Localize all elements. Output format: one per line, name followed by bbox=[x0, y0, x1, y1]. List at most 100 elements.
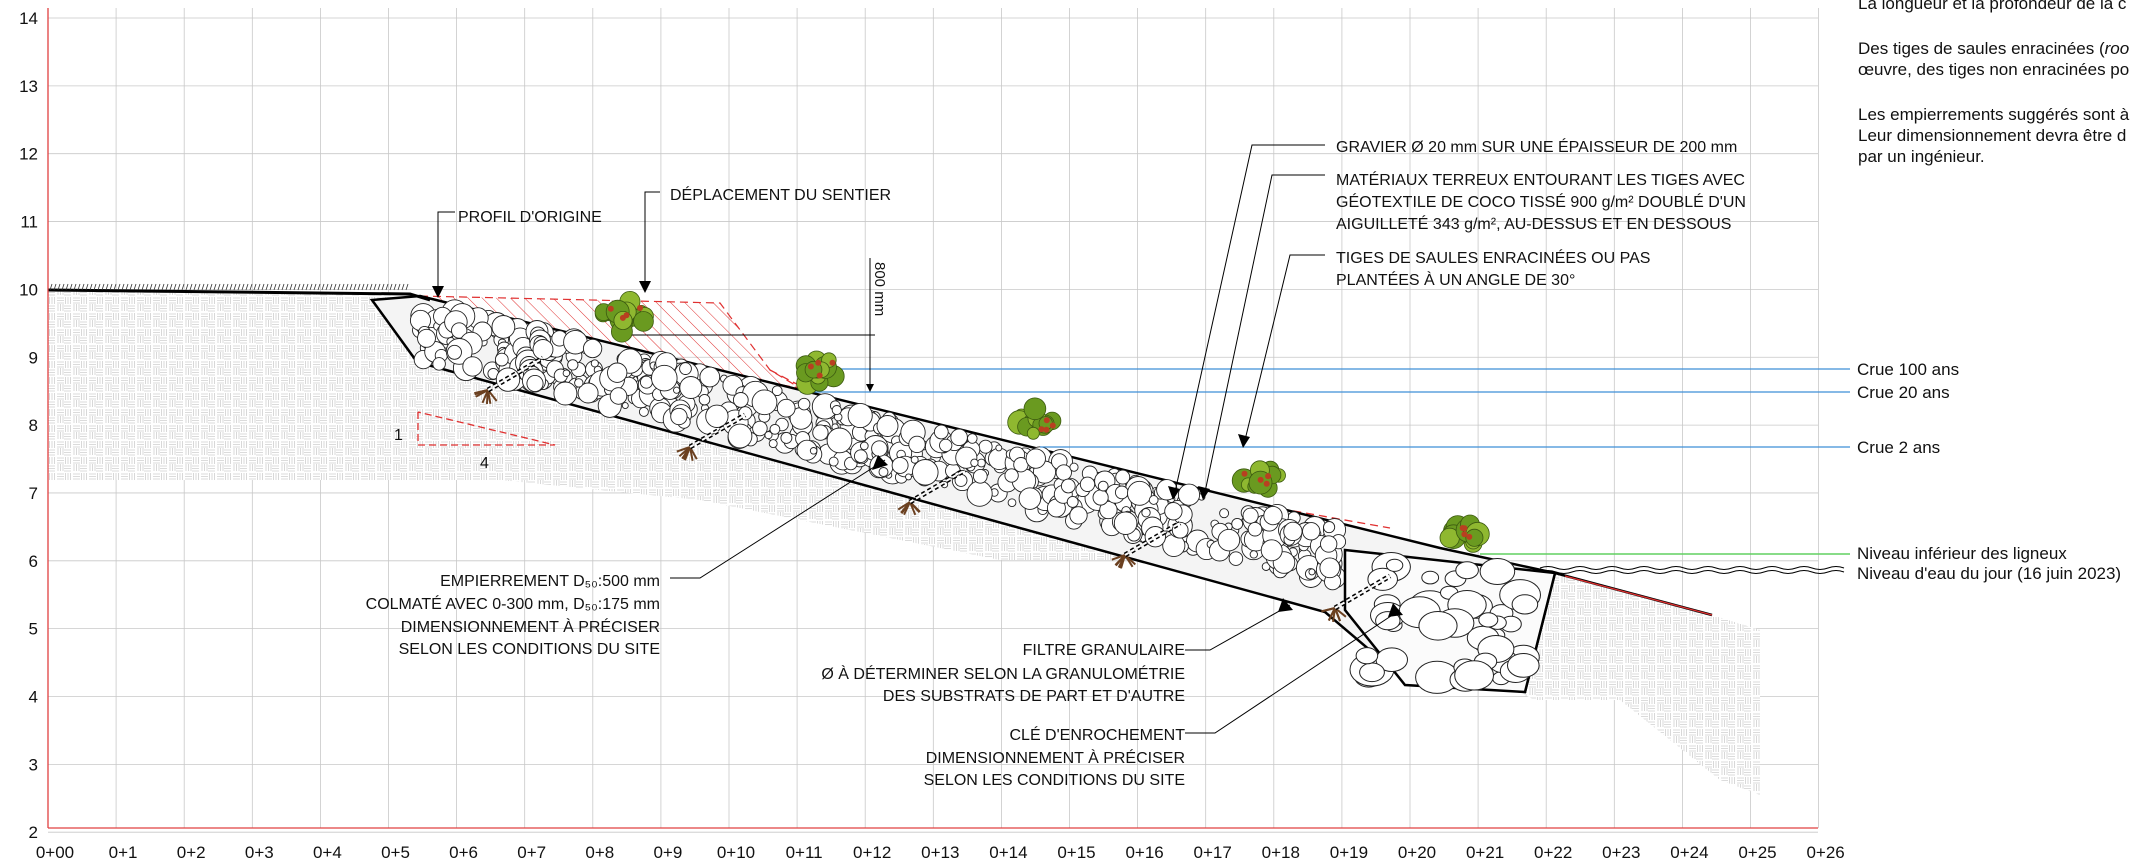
rock bbox=[1507, 653, 1540, 678]
stone bbox=[670, 407, 688, 426]
grass-blade bbox=[301, 283, 305, 291]
stone bbox=[828, 456, 839, 467]
stone bbox=[950, 428, 968, 447]
willow-cuttings bbox=[474, 290, 1490, 623]
root bbox=[683, 446, 691, 461]
stone bbox=[978, 439, 993, 454]
label-crue-100: Crue 100 ans bbox=[1857, 360, 1959, 379]
x-tick: 0+7 bbox=[517, 843, 546, 862]
stone bbox=[809, 447, 818, 455]
label-materiaux-2: GÉOTEXTILE DE COCO TISSÉ 900 g/m² DOUBLÉ… bbox=[1336, 192, 1746, 211]
grass-blade bbox=[89, 283, 93, 291]
x-tick: 0+18 bbox=[1262, 843, 1300, 862]
label-eau: Niveau d'eau du jour (16 juin 2023) bbox=[1857, 564, 2121, 583]
grass-blade bbox=[405, 283, 409, 291]
willow-shrub bbox=[594, 290, 654, 343]
willow-shrub bbox=[795, 350, 845, 395]
x-tick: 0+13 bbox=[921, 843, 959, 862]
stone bbox=[432, 357, 446, 371]
stone bbox=[738, 406, 753, 421]
berry bbox=[1038, 426, 1045, 433]
stone bbox=[751, 389, 778, 416]
grass-blade bbox=[245, 283, 249, 291]
grass-blade bbox=[257, 283, 261, 291]
stone bbox=[826, 427, 853, 454]
grass-blade bbox=[133, 283, 137, 291]
berry bbox=[807, 363, 814, 370]
grass-blade bbox=[65, 283, 69, 291]
stone bbox=[1115, 469, 1131, 485]
label-cle-1: CLÉ D'ENROCHEMENT bbox=[1009, 725, 1185, 744]
stone bbox=[1060, 478, 1076, 494]
grass-blade bbox=[125, 283, 129, 291]
stone bbox=[1228, 551, 1244, 566]
label-tiges-1: TIGES DE SAULES ENRACINÉES OU PAS bbox=[1336, 248, 1650, 267]
stone bbox=[609, 387, 628, 405]
x-tick: 0+26 bbox=[1806, 843, 1844, 862]
stone bbox=[462, 356, 483, 377]
grass-blade bbox=[273, 283, 277, 291]
stone bbox=[1217, 528, 1241, 552]
grass-blade bbox=[309, 283, 313, 291]
grass-blade bbox=[113, 283, 117, 291]
willow-root bbox=[1111, 520, 1182, 569]
grass-blade bbox=[141, 283, 145, 291]
note-2-text-a: Des tiges de saules enracinées ( bbox=[1858, 39, 2105, 58]
y-tick: 6 bbox=[29, 552, 38, 571]
grass-blade bbox=[249, 283, 253, 291]
label-filtre-1: FILTRE GRANULAIRE bbox=[1023, 642, 1185, 659]
note-3-text-c: par un ingénieur. bbox=[1858, 147, 1985, 166]
y-tick: 5 bbox=[29, 620, 38, 639]
grass-blade bbox=[349, 283, 353, 291]
grass-blade bbox=[377, 283, 381, 291]
existing-soil bbox=[48, 290, 1760, 795]
label-cle-2: DIMENSIONNEMENT À PRÉCISER bbox=[926, 748, 1185, 767]
grass-blade bbox=[397, 283, 401, 291]
x-tick: 0+24 bbox=[1670, 843, 1708, 862]
root bbox=[481, 389, 489, 404]
berry bbox=[1466, 533, 1473, 540]
grass-blade bbox=[221, 283, 225, 291]
x-tick: 0+25 bbox=[1738, 843, 1776, 862]
note-1-text: La longueur et la profondeur de la c bbox=[1858, 0, 2127, 13]
root bbox=[900, 501, 911, 514]
stone bbox=[859, 441, 869, 451]
y-tick: 14 bbox=[19, 9, 38, 28]
x-tick: 0+22 bbox=[1534, 843, 1572, 862]
grass-blade bbox=[181, 283, 185, 291]
rock bbox=[1367, 567, 1398, 591]
berry bbox=[1049, 422, 1056, 429]
leaf bbox=[1023, 397, 1047, 421]
stone bbox=[1319, 557, 1341, 579]
stone bbox=[878, 467, 889, 477]
stone bbox=[447, 344, 462, 360]
stone bbox=[847, 402, 873, 429]
grass-blade bbox=[201, 283, 205, 291]
stone bbox=[1263, 505, 1283, 526]
stone bbox=[768, 439, 778, 449]
cutting-stem-core bbox=[689, 414, 746, 448]
grass-blade bbox=[313, 283, 317, 291]
x-tick: 0+9 bbox=[653, 843, 682, 862]
note-1: La longueur et la profondeur de la c bbox=[1858, 0, 2155, 14]
stone bbox=[1066, 495, 1079, 508]
grass-blade bbox=[285, 283, 289, 291]
grass-blade bbox=[297, 283, 301, 291]
x-tick: 0+23 bbox=[1602, 843, 1640, 862]
slope-vertical: 1 bbox=[394, 427, 403, 444]
label-tiges-2: PLANTÉES À UN ANGLE DE 30° bbox=[1336, 270, 1575, 289]
stone bbox=[607, 362, 628, 383]
grass-blade bbox=[241, 283, 245, 291]
stone bbox=[910, 455, 919, 464]
rock bbox=[1418, 611, 1458, 641]
stone bbox=[705, 404, 729, 428]
stone bbox=[977, 458, 986, 468]
x-tick: 0+00 bbox=[36, 843, 74, 862]
grass-blade bbox=[321, 283, 325, 291]
dim-800-arrow bbox=[866, 384, 874, 392]
grass-blade bbox=[393, 283, 397, 291]
stone bbox=[526, 374, 544, 393]
grass-blade bbox=[161, 283, 165, 291]
grass-blade bbox=[361, 283, 365, 291]
